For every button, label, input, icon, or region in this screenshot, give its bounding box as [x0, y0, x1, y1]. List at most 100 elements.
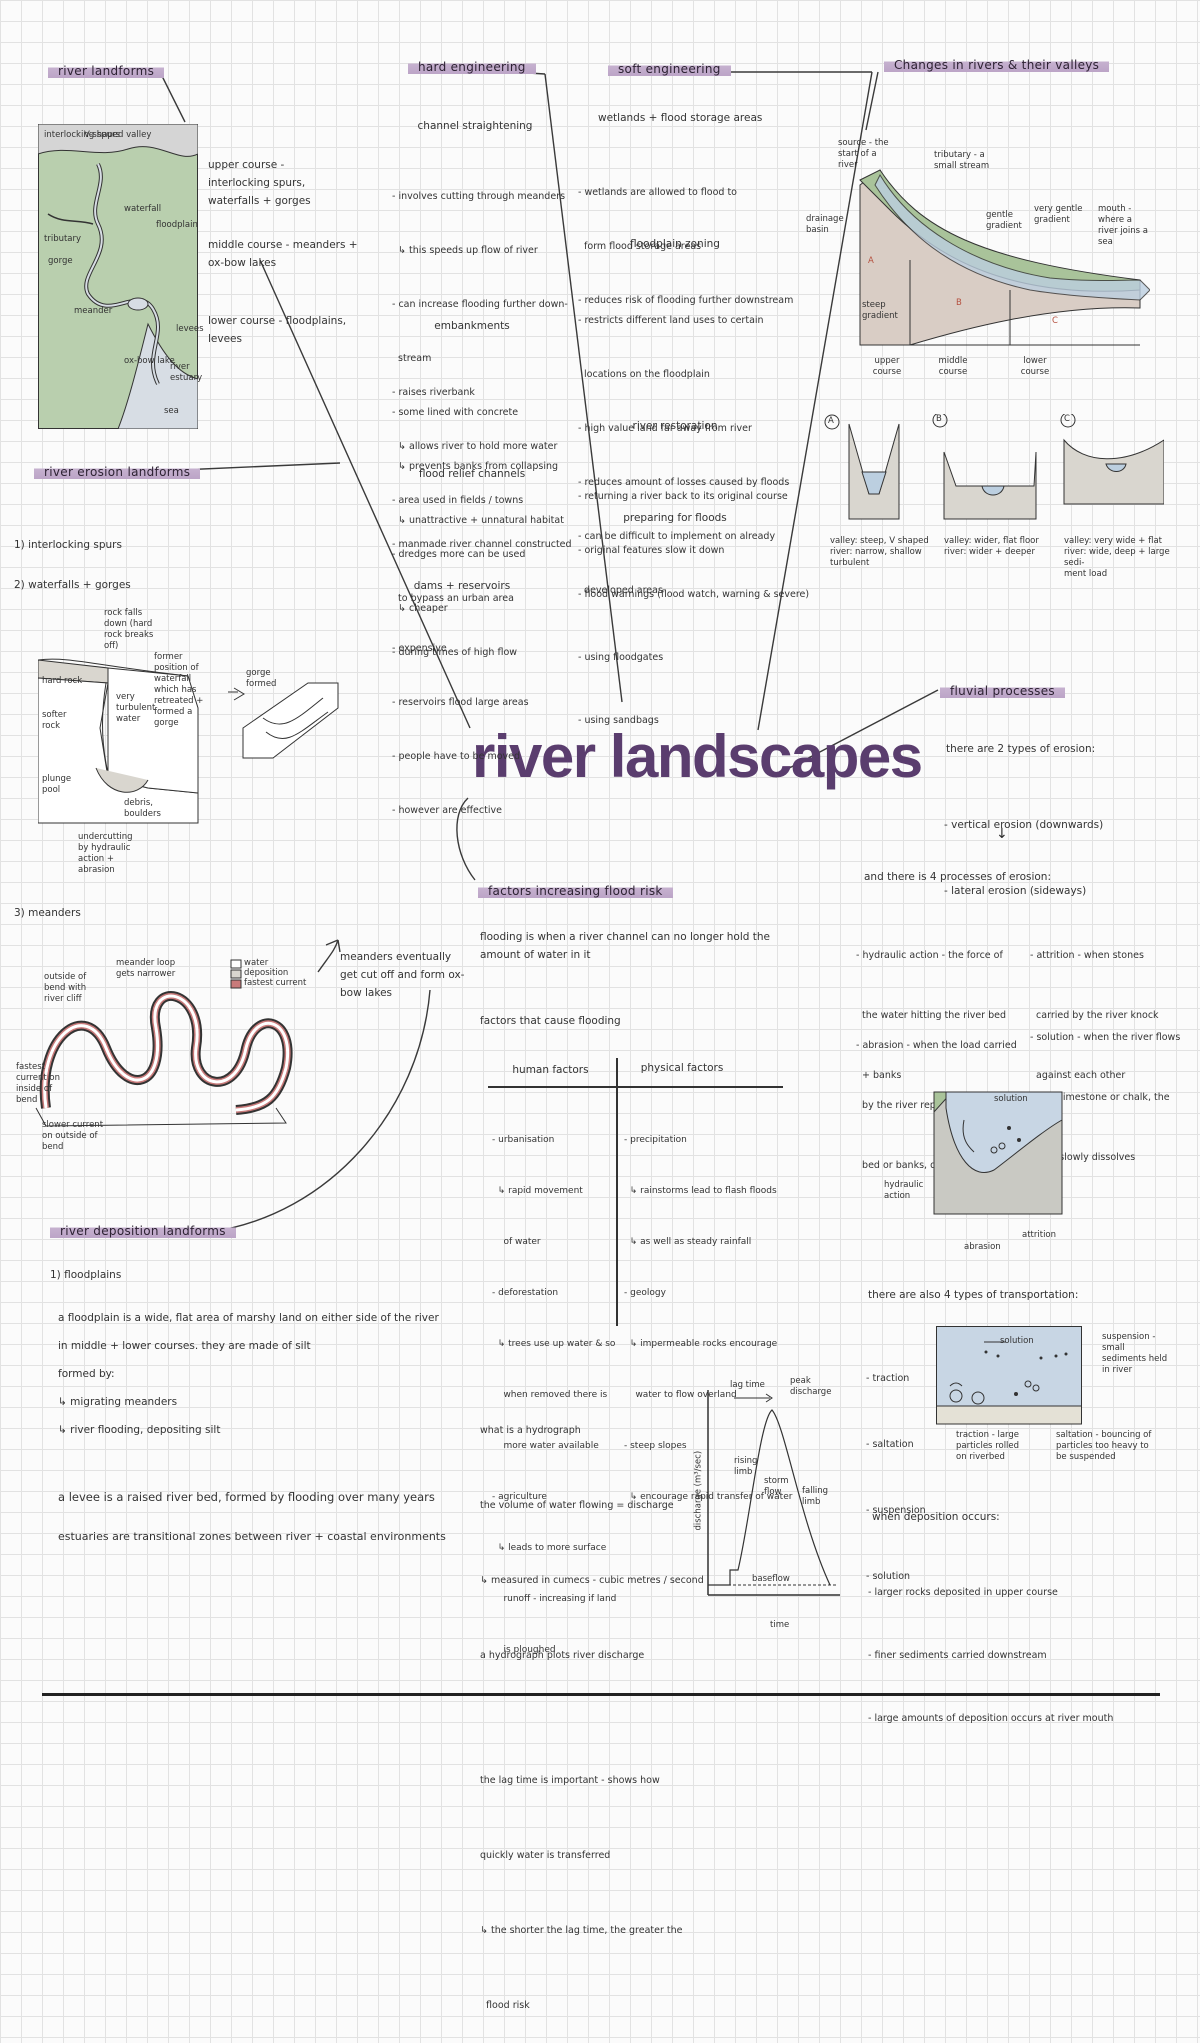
- map-label-floodplain: floodplain: [156, 220, 198, 230]
- caption-b-line: valley: wider, flat floor: [944, 536, 1039, 546]
- hard-s2-item: - area used in fields / towns: [392, 495, 524, 506]
- physical-factor: ↳ as well as steady rainfall: [624, 1237, 752, 1247]
- physical-factors-header: physical factors: [640, 1062, 724, 1074]
- hard-s4-title: dams + reservoirs: [413, 580, 511, 592]
- hard-s2-item: ↳ allows river to hold more water: [392, 441, 558, 452]
- floodplain-line: formed by:: [58, 1368, 115, 1380]
- soft-s1-list: - wetlands are allowed to flood to form …: [578, 148, 793, 328]
- transport-type: - saltation: [866, 1439, 914, 1450]
- human-factor: ↳ leads to more surface: [492, 1543, 607, 1553]
- wf-plunge-pool: plunge pool: [42, 774, 72, 795]
- hard-s4-item: - however are effective: [392, 805, 502, 816]
- map-label-meander: meander: [74, 306, 113, 316]
- physical-factors-list: - precipitation ↳ rainstorms lead to fla…: [624, 1098, 793, 1540]
- soft-s3-item: - original features slow it down: [578, 545, 725, 556]
- hard-s3-title: flood relief channels: [418, 468, 526, 480]
- wf-debris: debris, boulders: [124, 798, 161, 819]
- soft-s1-item: form flood storage areas: [578, 241, 702, 252]
- meander-outside-bend: outside of bend with river cliff: [44, 972, 87, 1004]
- process-line: + banks: [856, 1070, 902, 1081]
- fluvial-types: - vertical erosion (downwards) - lateral…: [944, 770, 1103, 924]
- hard-s1-list: - involves cutting through meanders ↳ th…: [392, 152, 568, 548]
- flood-intro: flooding is when a river channel can no …: [480, 931, 770, 961]
- meander-slower-outside: slower current on outside of bend: [42, 1120, 104, 1152]
- heading-river-landforms: river landforms: [48, 62, 165, 81]
- map-label-estuary: river estuary: [170, 362, 203, 383]
- profile-label-b: B: [956, 298, 962, 308]
- fluvial-four-processes: and there is 4 processes of erosion:: [864, 871, 1052, 883]
- erosion-diagram-abrasion: abrasion: [964, 1242, 1001, 1252]
- physical-factor: water to flow overland: [624, 1390, 737, 1400]
- deposition-estuary: estuaries are transitional zones between…: [58, 1530, 446, 1543]
- waterfall-drawing: [37, 658, 339, 824]
- physical-factor: - precipitation: [624, 1135, 687, 1145]
- profile-label-a: A: [868, 256, 874, 266]
- caption-b-line: river: wider + deeper: [944, 547, 1035, 557]
- hydro-note: flood risk: [480, 2000, 530, 2011]
- course-lower: lower course: [1020, 356, 1050, 377]
- meander-legend-water: water: [244, 958, 269, 968]
- caption-c-line: river: wide, deep + large sedi-: [1064, 547, 1170, 568]
- main-title: river landscapes: [472, 723, 923, 790]
- hydro-storm: storm flow: [764, 1476, 789, 1497]
- floodplain-line: ↳ migrating meanders: [58, 1396, 178, 1408]
- hard-s1-item: - involves cutting through meanders: [392, 191, 566, 202]
- landforms-map: interlocking spurs V-shaped valley water…: [37, 123, 204, 430]
- floodplain-line: in middle + lower courses. they are made…: [58, 1340, 311, 1352]
- hard-s2-title: embankments: [434, 320, 510, 332]
- heading-changes-in-rivers: Changes in rivers & their valleys: [884, 56, 1110, 75]
- landforms-lower-course: lower course - floodplains, levees: [208, 315, 347, 345]
- caption-a-line: turbulent: [830, 558, 870, 568]
- human-factors-header: human factors: [512, 1064, 589, 1076]
- human-factors-list: - urbanisation ↳ rapid movement of water…: [492, 1098, 617, 1693]
- hydro-note: the volume of water flowing = discharge: [480, 1500, 674, 1511]
- mindmap-connectors: [159, 71, 939, 1233]
- transport-list: - traction - saltation - suspension - so…: [866, 1324, 926, 1610]
- heading-deposition-landforms: river deposition landforms: [50, 1222, 236, 1241]
- wf-gorge-formed: gorge formed: [246, 668, 277, 689]
- human-factor: more water available: [492, 1441, 599, 1451]
- deposition-occurs-list: - larger rocks deposited in upper course…: [868, 1540, 1113, 1750]
- hard-s4-item: - people have to be moved: [392, 751, 521, 762]
- physical-factor: - geology: [624, 1288, 666, 1298]
- transportation-diagram: solution suspension - small sediments he…: [936, 1326, 1170, 1466]
- map-label-spurs: interlocking spurs: [44, 130, 120, 140]
- hydro-rising: rising limb: [734, 1456, 758, 1477]
- soft-s3-title: river restoration: [632, 420, 718, 432]
- caption-c: valley: very wide + flat river: wide, de…: [1064, 536, 1174, 580]
- soft-s4-item: - using sandbags: [578, 715, 659, 726]
- floodplain-line: a floodplain is a wide, flat area of mar…: [58, 1312, 439, 1324]
- soft-s4-item: - using floodgates: [578, 652, 664, 663]
- process-line: against each other: [1030, 1070, 1126, 1081]
- hydrograph-notes: what is a hydrograph the volume of water…: [480, 1368, 704, 2043]
- process-line: - hydraulic action - the force of: [856, 950, 1003, 961]
- hard-s3-item: to bypass an urban area: [392, 593, 514, 604]
- hard-s2-item: ↳ cheaper: [392, 603, 448, 614]
- transport-type: - suspension: [866, 1505, 926, 1516]
- meander-legend-fastest: fastest current: [244, 978, 307, 988]
- caption-c-line: ment load: [1064, 569, 1108, 579]
- heading-factors-flood-risk: factors increasing flood risk: [478, 882, 673, 901]
- landforms-upper-course: upper course - interlocking spurs, water…: [208, 159, 311, 207]
- soft-s2-item: - high value land far away from river: [578, 423, 752, 434]
- soft-s2-item: - can be difficult to implement on alrea…: [578, 531, 776, 542]
- soft-s2-item: - reduces amount of losses caused by flo…: [578, 477, 790, 488]
- heading-hard-engineering: hard engineering: [408, 58, 536, 77]
- physical-factor: ↳ encourage rapid transfer of water: [629, 1492, 793, 1502]
- caption-a-line: valley: steep, V shaped: [830, 536, 929, 546]
- hard-s1-item: ↳ unattractive + unnatural habitat: [392, 515, 564, 526]
- hydro-note: what is a hydrograph: [480, 1425, 581, 1436]
- profile-label-c: C: [1052, 316, 1058, 326]
- deposition-levee: a levee is a raised river bed, formed by…: [58, 1490, 435, 1504]
- long-profile-drawing: [859, 169, 1151, 346]
- cross-sections-drawing: [824, 412, 1165, 520]
- circle-a-label: A: [828, 416, 834, 426]
- fluvial-intro: there are 2 types of erosion:: [946, 743, 1096, 755]
- hydro-note: the lag time is important - shows how: [480, 1775, 660, 1786]
- erosion-item-3: 3) meanders: [14, 907, 81, 919]
- hard-s1-item: ↳ this speeds up flow of river: [392, 245, 538, 256]
- map-label-sea: sea: [164, 406, 179, 416]
- wf-rock-falls: rock falls down (hard rock breaks off): [104, 608, 154, 651]
- physical-factor: - steep slopes: [624, 1441, 687, 1451]
- wf-softer-rock: softer rock: [42, 710, 67, 731]
